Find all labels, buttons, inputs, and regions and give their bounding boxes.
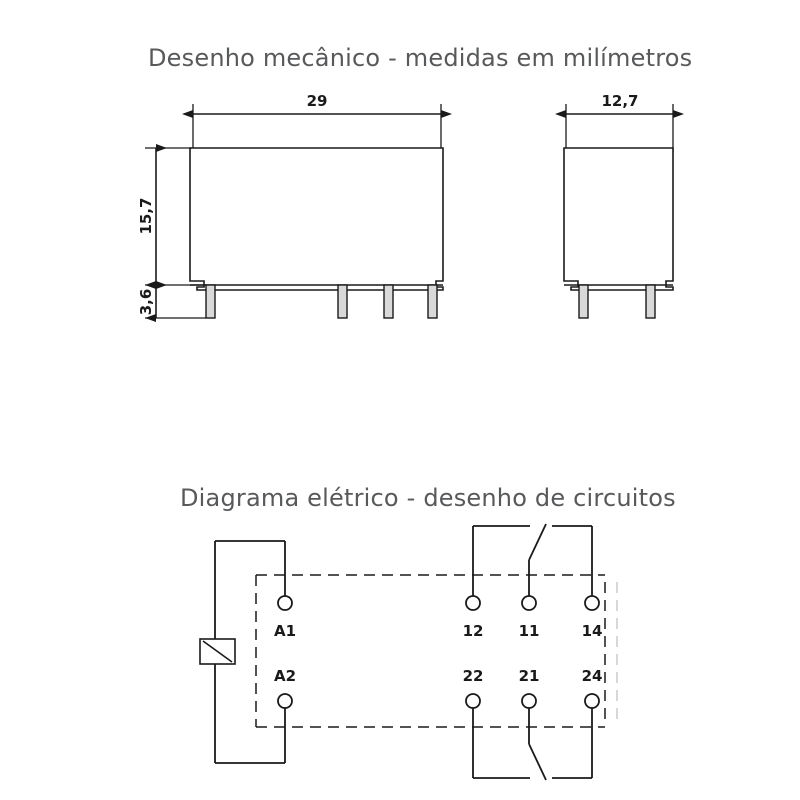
terminal-14[interactable] — [584, 595, 600, 611]
pin-side-1 — [578, 284, 589, 319]
side-view-group: 12,7 — [555, 92, 684, 319]
terminal-label-11: 11 — [519, 622, 540, 640]
pin-front-1 — [205, 284, 216, 319]
terminal-a1[interactable] — [277, 595, 293, 611]
terminal-11[interactable] — [521, 595, 537, 611]
terminal-24[interactable] — [584, 693, 600, 709]
dimension-label-pin: 3,6 — [137, 289, 155, 316]
pin-front-2 — [337, 284, 348, 319]
dimension-label-depth: 12,7 — [601, 92, 638, 110]
terminal-21[interactable] — [521, 693, 537, 709]
mechanical-drawing-title: Desenho mecânico - medidas em milímetros — [148, 44, 693, 72]
front-view-group: 29 15,7 3,6 — [137, 92, 452, 322]
terminal-label-a2: A2 — [274, 667, 296, 685]
contact1-blade — [528, 523, 547, 561]
terminal-label-14: 14 — [582, 622, 603, 640]
electrical-diagram-title: Diagrama elétrico - desenho de circuitos — [180, 484, 676, 512]
electrical-diagram-group: A1 A2 12 11 14 — [199, 523, 618, 781]
terminal-22[interactable] — [465, 693, 481, 709]
contact2-blade — [528, 743, 547, 781]
relay-body-side — [563, 147, 674, 291]
terminal-label-12: 12 — [463, 622, 484, 640]
terminal-12[interactable] — [465, 595, 481, 611]
relay-body-front — [189, 147, 444, 291]
pin-front-4 — [427, 284, 438, 319]
pin-front-3 — [383, 284, 394, 319]
terminal-label-22: 22 — [463, 667, 484, 685]
dimension-label-height: 15,7 — [137, 197, 155, 234]
terminal-label-24: 24 — [582, 667, 603, 685]
terminal-label-a1: A1 — [274, 622, 296, 640]
relay-coil-diagonal — [202, 640, 233, 663]
terminal-a2[interactable] — [277, 693, 293, 709]
pin-side-2 — [645, 284, 656, 319]
terminal-label-21: 21 — [519, 667, 540, 685]
dimension-label-width: 29 — [307, 92, 328, 110]
